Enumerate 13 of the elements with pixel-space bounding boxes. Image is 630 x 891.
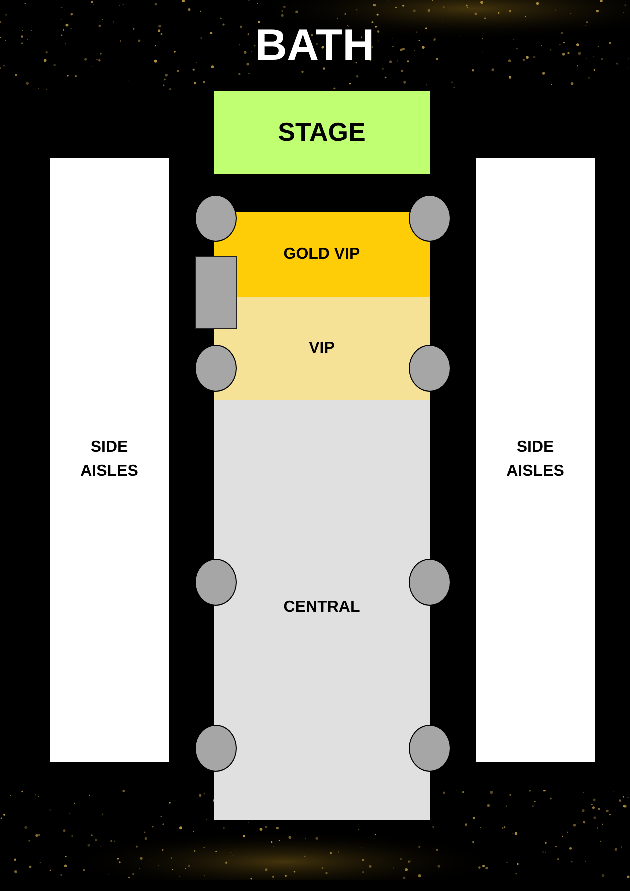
seating-zone (214, 297, 430, 400)
zone-label: GOLD VIP (284, 244, 360, 264)
stage-area (214, 91, 430, 174)
block-marker (195, 256, 237, 329)
aisle-area (476, 158, 595, 762)
aisle-area (50, 158, 169, 762)
zone-label: SIDE AISLES (80, 438, 140, 482)
title: BATH (256, 20, 374, 72)
zone-label: STAGE (278, 116, 366, 149)
zone-label: CENTRAL (284, 598, 360, 618)
seating-zone (214, 400, 430, 820)
zone-label: VIP (309, 338, 335, 358)
zone-label: SIDE AISLES (506, 438, 566, 482)
